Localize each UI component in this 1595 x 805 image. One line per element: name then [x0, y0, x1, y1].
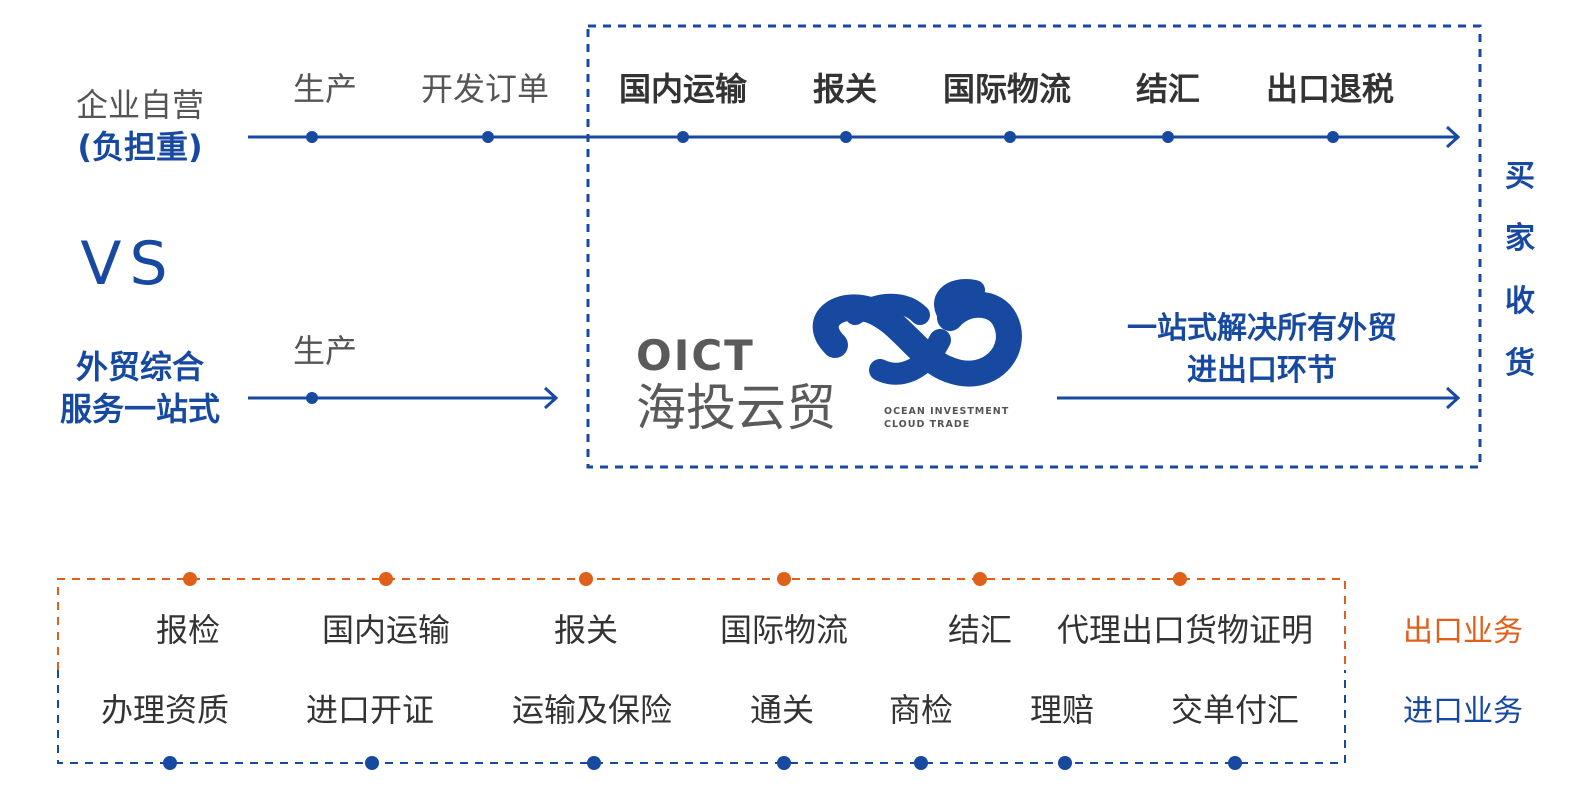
flow-dot — [1327, 131, 1339, 143]
flow-dot — [306, 131, 318, 143]
import-service: 通关 — [750, 691, 814, 729]
flow-step: 报关 — [813, 70, 877, 108]
flow-dot — [482, 131, 494, 143]
buyer-char: 家 — [1505, 221, 1535, 256]
flow-dot — [1004, 131, 1016, 143]
logo-name-en: OICT — [636, 331, 755, 380]
logo-tagline-line2: CLOUD TRADE — [884, 419, 970, 430]
import-dot — [163, 756, 177, 770]
export-service: 代理出口货物证明 — [1057, 611, 1313, 649]
flow-step: 国内运输 — [619, 70, 748, 108]
flow-dot — [677, 131, 689, 143]
one-stop-label-line1: 外贸综合 — [76, 348, 204, 386]
top-flow-dots — [306, 131, 1339, 143]
export-dots — [183, 572, 1187, 586]
import-dot — [1228, 756, 1242, 770]
import-dot — [1058, 756, 1072, 770]
infinity-logo-mark-icon — [812, 279, 1022, 387]
buyer-char: 买 — [1505, 159, 1535, 194]
import-business-label: 进口业务 — [1403, 694, 1523, 729]
import-service: 理赔 — [1030, 691, 1094, 729]
export-dot — [1173, 572, 1187, 586]
export-dot — [183, 572, 197, 586]
export-service: 国内运输 — [322, 611, 450, 649]
export-service: 报检 — [156, 611, 220, 649]
flow-step: 结汇 — [1136, 70, 1200, 108]
flow-dot — [306, 392, 318, 404]
flow-step: 出口退税 — [1266, 70, 1394, 108]
export-service: 国际物流 — [720, 611, 848, 649]
self-run-note: (负担重) — [77, 128, 202, 166]
buyer-receives-label: 买 家 收 货 — [1505, 159, 1535, 381]
export-business-label: 出口业务 — [1403, 614, 1523, 649]
flow-step: 开发订单 — [421, 70, 549, 108]
export-dot — [379, 572, 393, 586]
import-service: 进口开证 — [306, 691, 434, 729]
flow-step: 国际物流 — [943, 70, 1071, 108]
logo-tagline-line1: OCEAN INVESTMENT — [884, 406, 1009, 417]
export-dashed-border — [57, 578, 1346, 670]
flow-step: 生产 — [293, 332, 357, 370]
export-service: 结汇 — [948, 611, 1012, 649]
flow-dot — [840, 131, 852, 143]
import-dashed-border — [57, 670, 1346, 764]
one-stop-label-line2: 服务一站式 — [60, 390, 220, 428]
self-run-label: 企业自营 — [76, 86, 204, 124]
platform-dashed-box — [586, 24, 1482, 469]
import-dots — [163, 756, 1242, 770]
import-dot — [914, 756, 928, 770]
export-service: 报关 — [554, 611, 618, 649]
oict-logo: OICT 海投云贸 OCEAN INVESTMENT CLOUD TRADE — [636, 279, 1022, 437]
import-service: 交单付汇 — [1171, 691, 1299, 729]
export-dot — [579, 572, 593, 586]
buyer-char: 货 — [1505, 346, 1535, 381]
import-service: 商检 — [889, 691, 953, 729]
import-service: 办理资质 — [101, 691, 229, 729]
import-dot — [587, 756, 601, 770]
logo-name-cn: 海投云贸 — [636, 379, 836, 437]
import-service: 运输及保险 — [512, 691, 672, 729]
export-dot — [777, 572, 791, 586]
import-dot — [777, 756, 791, 770]
flow-step: 生产 — [293, 70, 357, 108]
export-dot — [973, 572, 987, 586]
flow-dot — [1162, 131, 1174, 143]
one-stop-summary-line2: 进出口环节 — [1187, 353, 1337, 388]
buyer-char: 收 — [1505, 284, 1535, 319]
import-dot — [365, 756, 379, 770]
one-stop-summary-line1: 一站式解决所有外贸 — [1127, 311, 1397, 346]
vs-label: VS — [80, 229, 175, 299]
